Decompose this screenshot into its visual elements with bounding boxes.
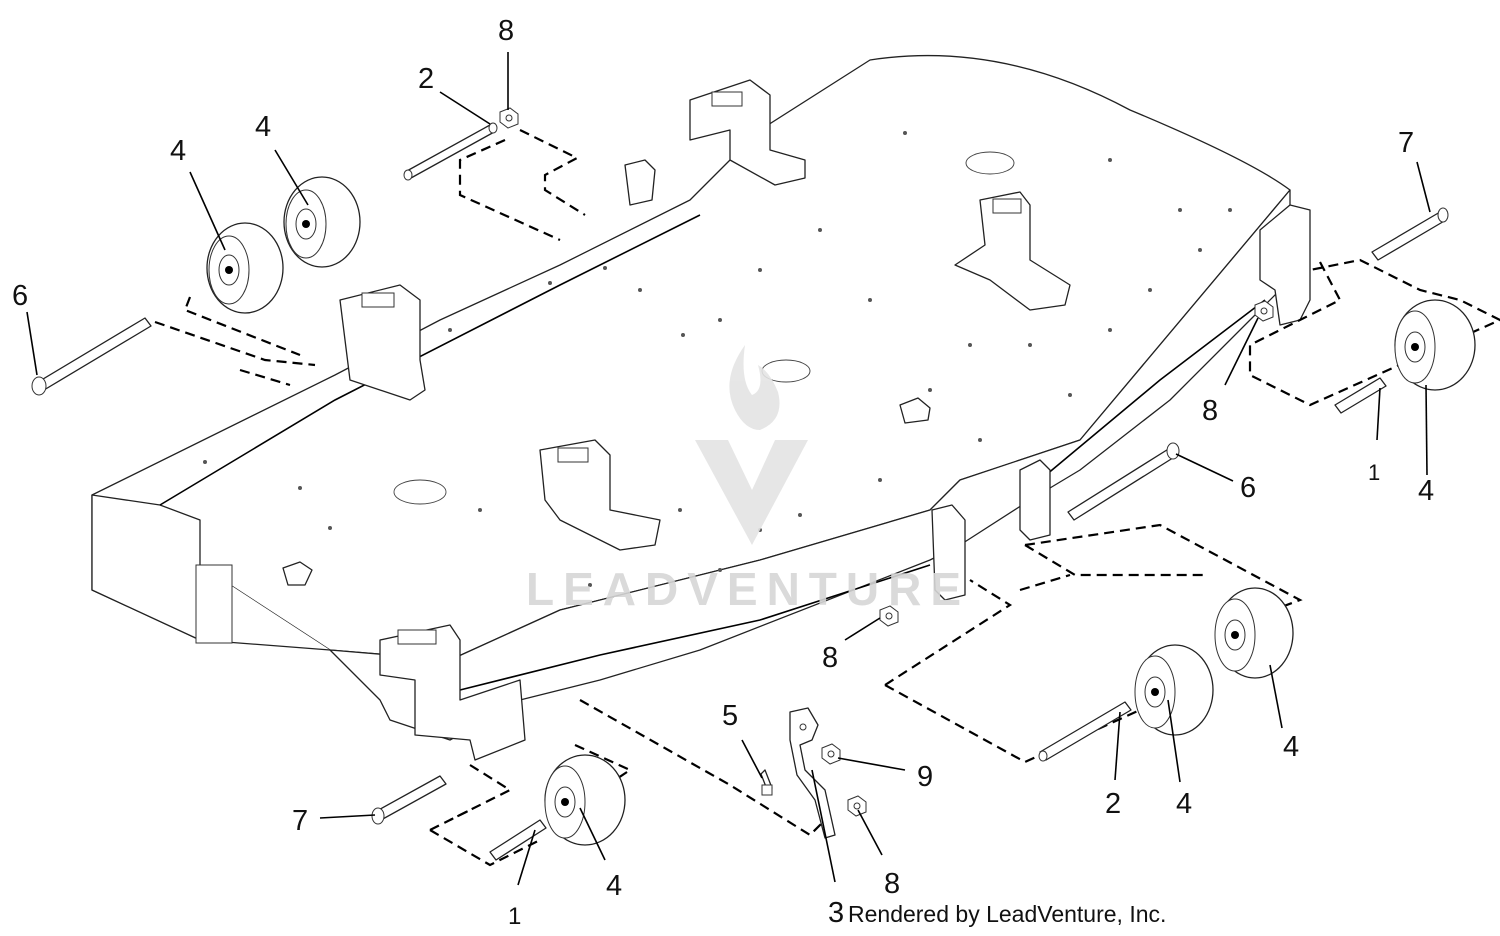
callout-6-right: 6 (1240, 472, 1256, 504)
callout-labels: 8 2 4 4 6 7 8 1 4 6 8 4 4 2 5 9 7 4 1 3 … (12, 15, 1434, 930)
callout-8-bottom: 8 (884, 868, 900, 900)
deck-brackets (282, 79, 1311, 761)
callout-4-bottom-right-2: 4 (1176, 788, 1192, 820)
callout-5: 5 (722, 700, 738, 732)
leader-lines (26, 52, 1431, 886)
callout-2-bottom: 2 (1105, 788, 1121, 820)
callout-1-right: 1 (1368, 460, 1380, 485)
wheel-bottom-right-outer (1214, 587, 1294, 679)
wheel-bottom-left (544, 754, 626, 846)
callout-8-right: 8 (1202, 395, 1218, 427)
callout-1-bottom-left: 1 (508, 903, 521, 930)
watermark-text: LEADVENTURE (526, 563, 970, 615)
callout-2-top: 2 (418, 63, 434, 95)
callout-6-left: 6 (12, 280, 28, 312)
callout-8-top: 8 (498, 15, 514, 47)
bracket-part-3 (789, 707, 836, 839)
callout-4-a: 4 (170, 135, 186, 167)
wheel-top-left-outer (206, 222, 284, 314)
callout-8-mid: 8 (822, 642, 838, 674)
axle-pins (31, 122, 1449, 861)
callout-4-right: 4 (1418, 475, 1434, 507)
wheel-top-left-inner (283, 176, 361, 268)
spindle-holes (203, 131, 1232, 587)
flame-logo-icon (729, 345, 780, 430)
callout-4-bottom-right-1: 4 (1283, 731, 1299, 763)
callout-4-b: 4 (255, 111, 271, 143)
lock-nuts (499, 107, 1274, 817)
callout-9: 9 (917, 761, 933, 793)
wheel-right (1394, 299, 1476, 391)
anti-scalp-wheels (206, 176, 1476, 846)
callout-3: 3 (828, 897, 844, 929)
v-logo-icon (695, 440, 808, 545)
render-credit: Rendered by LeadVenture, Inc. (848, 901, 1166, 927)
callout-7-right: 7 (1398, 127, 1414, 159)
callout-4-bottom-left: 4 (606, 870, 622, 902)
callout-7-left: 7 (292, 805, 308, 837)
leadventure-watermark: LEADVENTURE (526, 345, 970, 615)
wheel-bottom-right-inner (1134, 644, 1214, 736)
